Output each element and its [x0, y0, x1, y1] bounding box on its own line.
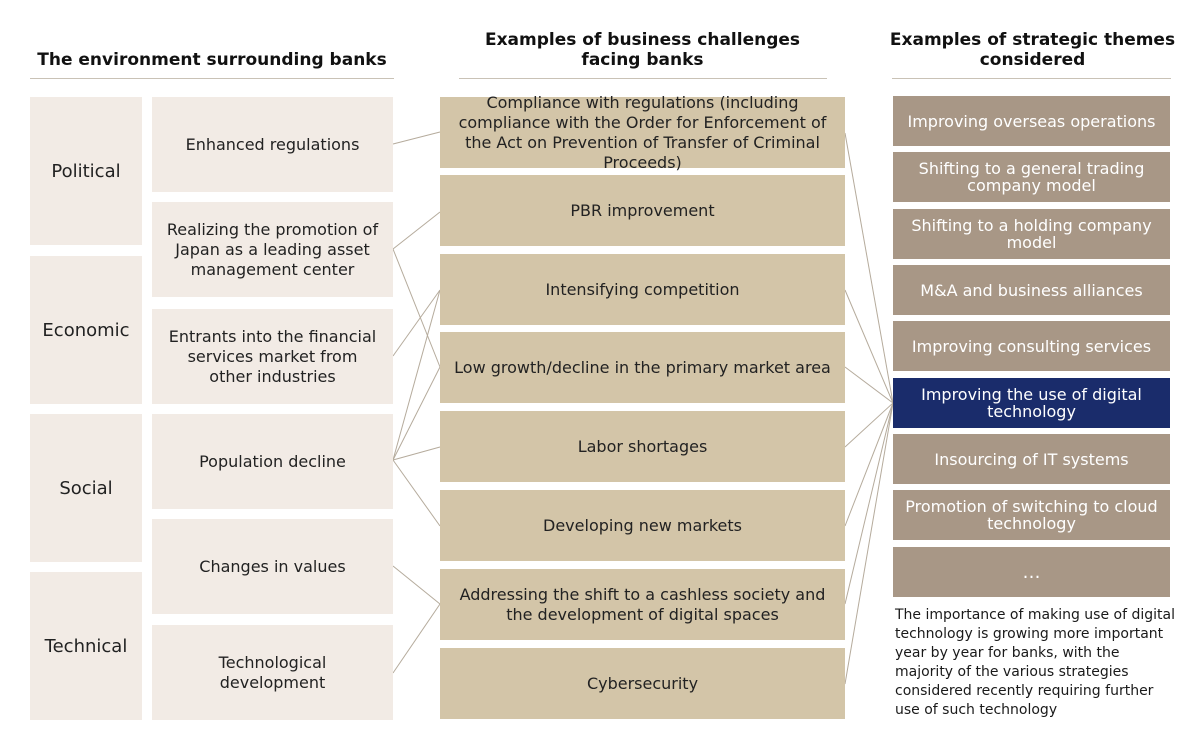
connector-line [392, 459, 441, 527]
theme-mna-alliances: M&A and business alliances [893, 265, 1170, 315]
connector-line [392, 289, 441, 357]
connector-line [844, 402, 894, 605]
connector-line [392, 366, 441, 461]
env-item-population-decline: Population decline [152, 414, 393, 509]
theme-holding-company: Shifting to a holding company model [893, 209, 1170, 259]
connector-line [844, 402, 894, 448]
connector-line [392, 131, 441, 145]
challenge-cybersecurity: Cybersecurity [440, 648, 845, 719]
connector-line [392, 289, 441, 461]
header-challenges: Examples of business challenges facing b… [484, 30, 801, 70]
header-environment: The environment surrounding banks [37, 50, 387, 70]
challenge-low-growth: Low growth/decline in the primary market… [440, 332, 845, 403]
theme-cloud-technology: Promotion of switching to cloud technolo… [893, 490, 1170, 540]
theme-digital-technology: Improving the use of digital technology [893, 378, 1170, 428]
challenge-compliance: Compliance with regulations (including c… [440, 93, 845, 172]
theme-consulting-services: Improving consulting services [893, 321, 1170, 371]
theme-general-trading-company: Shifting to a general trading company mo… [893, 152, 1170, 202]
category-technical: Technical [30, 572, 142, 720]
header-rule-themes [892, 78, 1171, 79]
header-rule-challenges [459, 78, 827, 79]
connector-line [392, 565, 441, 605]
env-item-technological-development: Technological development [152, 625, 393, 720]
theme-more-ellipsis: … [893, 547, 1170, 597]
challenge-intensifying-competition: Intensifying competition [440, 254, 845, 325]
env-item-enhanced-regulations: Enhanced regulations [152, 97, 393, 192]
env-item-changes-in-values: Changes in values [152, 519, 393, 614]
challenge-pbr-improvement: PBR improvement [440, 175, 845, 246]
header-rule-environment [30, 78, 394, 79]
connector-line [392, 446, 441, 461]
challenge-new-markets: Developing new markets [440, 490, 845, 561]
category-political: Political [30, 97, 142, 245]
connector-line [844, 366, 894, 404]
theme-it-insourcing: Insourcing of IT systems [893, 434, 1170, 484]
connector-line [844, 402, 894, 527]
env-item-market-entrants: Entrants into the financial services mar… [152, 309, 393, 404]
category-social: Social [30, 414, 142, 562]
connector-line [392, 603, 441, 674]
note-text: The importance of making use of digital … [895, 607, 1175, 718]
challenge-labor-shortages: Labor shortages [440, 411, 845, 482]
header-themes: Examples of strategic themes considered [889, 30, 1176, 70]
challenge-cashless-society: Addressing the shift to a cashless socie… [440, 569, 845, 640]
connector-line [392, 248, 441, 368]
connector-line [844, 289, 894, 404]
theme-overseas-operations: Improving overseas operations [893, 96, 1170, 146]
connector-line [844, 402, 894, 685]
connector-line [392, 211, 441, 250]
connector-line [844, 132, 894, 404]
category-economic: Economic [30, 256, 142, 404]
env-item-asset-management-center: Realizing the promotion of Japan as a le… [152, 202, 393, 297]
